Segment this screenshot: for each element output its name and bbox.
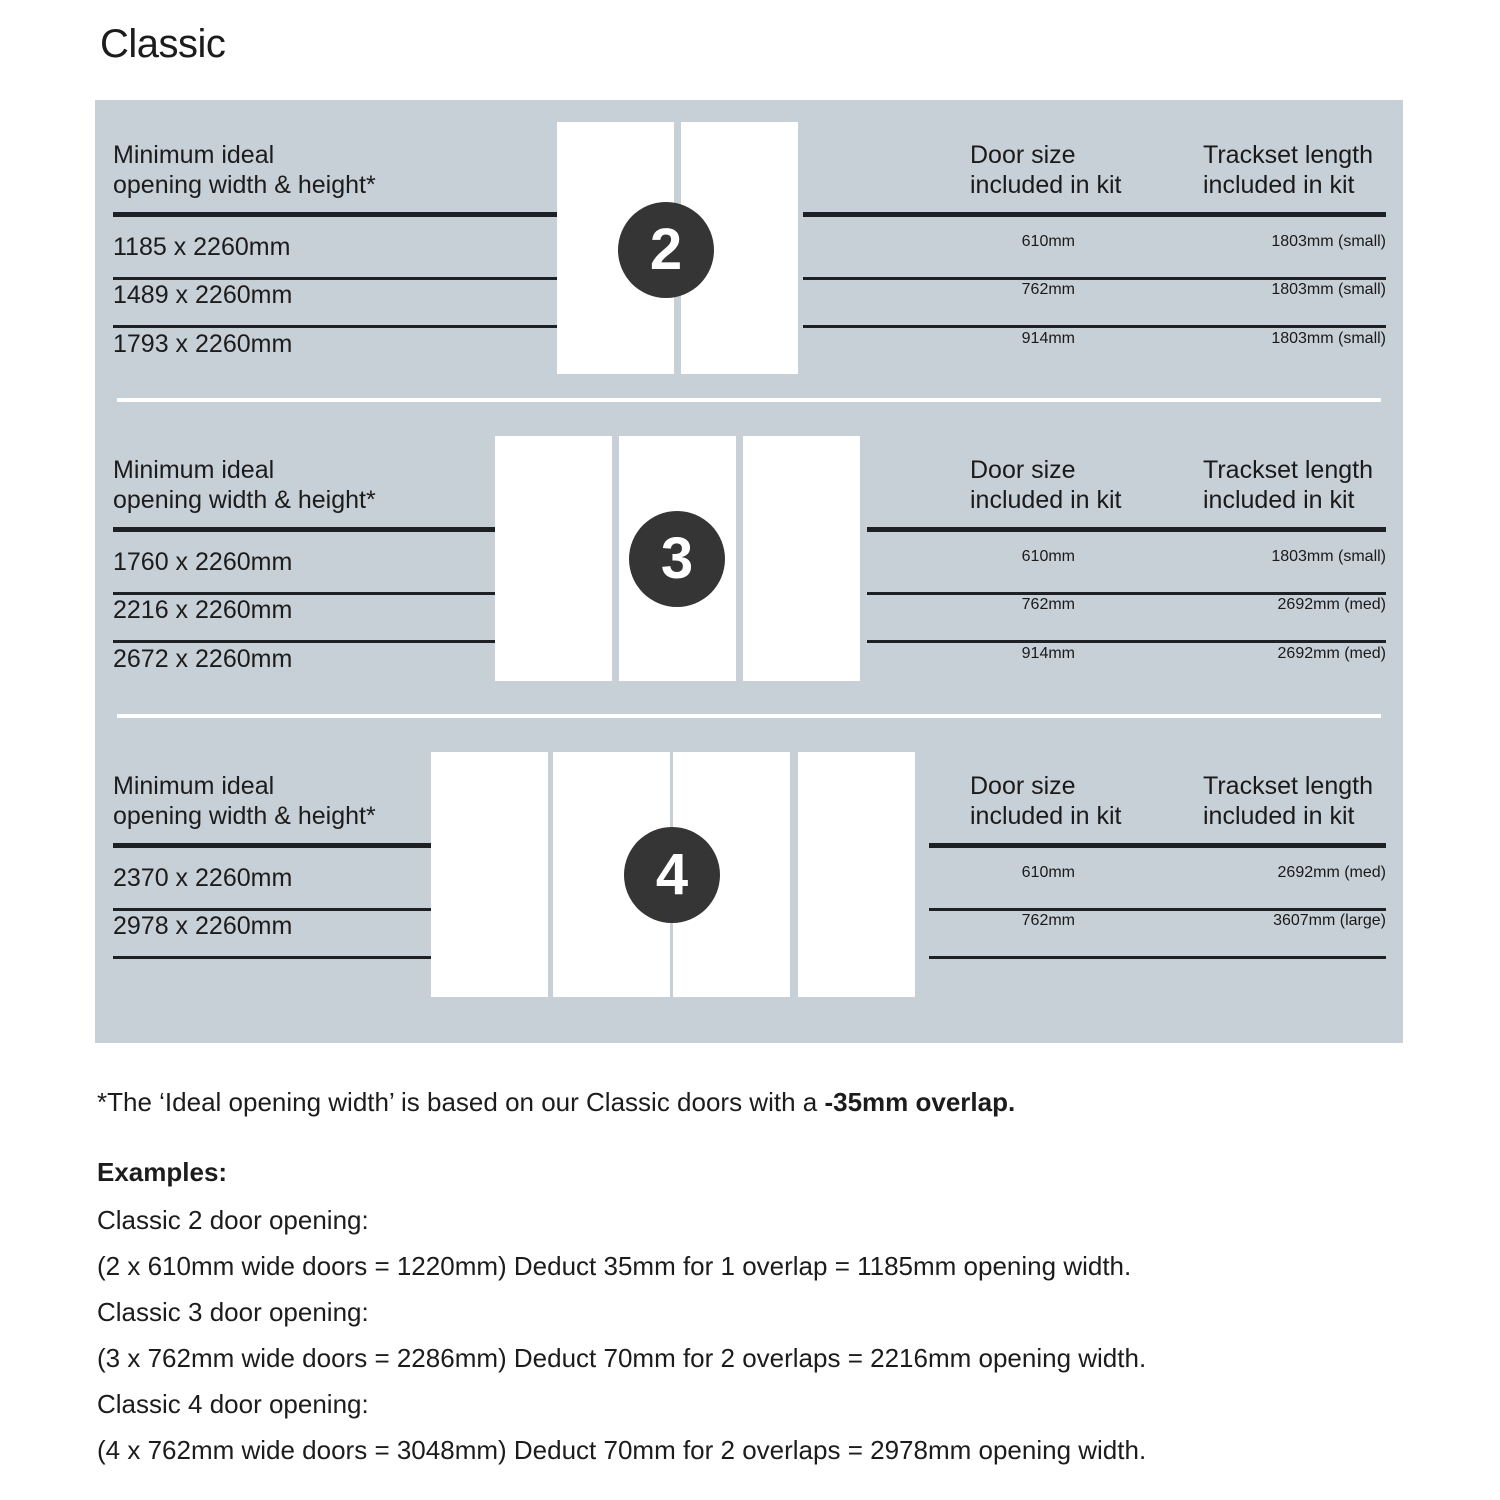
door-size-value: 610mm	[1021, 864, 1075, 881]
column-rule	[113, 527, 583, 532]
section-3-door: Minimum ideal opening width & height* 17…	[95, 414, 1403, 714]
opening-header: Minimum ideal opening width & height*	[113, 772, 376, 830]
section-2-door: Minimum ideal opening width & height* 11…	[95, 100, 1403, 398]
section-4-door: Minimum ideal opening width & height* 23…	[95, 730, 1403, 1043]
row-rule	[113, 956, 521, 959]
door-size-header: Door size included in kit	[970, 141, 1122, 199]
trackset-header: Trackset length included in kit	[1203, 456, 1373, 514]
door-count-badge: 2	[618, 202, 714, 298]
door-size-value: 610mm	[1021, 233, 1075, 250]
specification-panel: Minimum ideal opening width & height* 11…	[95, 100, 1403, 1043]
opening-header: Minimum ideal opening width & height*	[113, 456, 376, 514]
door-diagram-3: 3	[495, 436, 865, 681]
door-size-value: 762mm	[1021, 912, 1075, 929]
door-diagram-2: 2	[557, 122, 805, 374]
section-divider	[117, 714, 1381, 718]
trackset-value: 1803mm (small)	[1271, 281, 1386, 298]
row-rule	[113, 325, 641, 328]
row-rule	[803, 277, 1386, 280]
door-count-badge: 4	[624, 827, 720, 923]
row-rule	[867, 592, 1386, 595]
footnote-emphasis: -35mm overlap.	[824, 1087, 1016, 1117]
opening-value: 2216 x 2260mm	[113, 596, 293, 624]
opening-value: 1489 x 2260mm	[113, 281, 293, 309]
example-line: Classic 4 door opening:	[97, 1389, 369, 1419]
row-rule	[929, 908, 1386, 911]
door-size-value: 914mm	[1021, 645, 1075, 662]
example-line: Classic 3 door opening:	[97, 1297, 369, 1327]
trackset-header: Trackset length included in kit	[1203, 141, 1373, 199]
door-size-value: 762mm	[1021, 596, 1075, 613]
column-rule	[113, 212, 641, 217]
row-rule	[113, 277, 641, 280]
footnote-text: *The ‘Ideal opening width’ is based on o…	[97, 1087, 825, 1117]
door-size-header: Door size included in kit	[970, 456, 1122, 514]
door-panel	[798, 752, 915, 997]
opening-header: Minimum ideal opening width & height*	[113, 141, 376, 199]
row-rule	[929, 956, 1386, 959]
door-size-value: 762mm	[1021, 281, 1075, 298]
door-diagram-4: 4	[431, 752, 921, 997]
section-divider	[117, 398, 1381, 402]
example-line: (3 x 762mm wide doors = 2286mm) Deduct 7…	[97, 1343, 1147, 1373]
row-rule	[113, 592, 583, 595]
page-title: Classic	[100, 22, 226, 66]
door-panel	[495, 436, 612, 681]
door-size-value: 610mm	[1021, 548, 1075, 565]
example-line: Classic 2 door opening:	[97, 1205, 369, 1235]
trackset-value: 2692mm (med)	[1277, 645, 1386, 662]
row-rule	[867, 640, 1386, 643]
example-line: (4 x 762mm wide doors = 3048mm) Deduct 7…	[97, 1435, 1147, 1465]
trackset-value: 1803mm (small)	[1271, 330, 1386, 347]
door-count-badge: 3	[629, 511, 725, 607]
opening-value: 2978 x 2260mm	[113, 912, 293, 940]
door-size-value: 914mm	[1021, 330, 1075, 347]
trackset-header: Trackset length included in kit	[1203, 772, 1373, 830]
opening-value: 1185 x 2260mm	[113, 233, 291, 261]
opening-value: 2370 x 2260mm	[113, 864, 293, 892]
trackset-value: 2692mm (med)	[1277, 596, 1386, 613]
door-panel	[743, 436, 860, 681]
trackset-value: 3607mm (large)	[1273, 912, 1386, 929]
row-rule	[113, 908, 521, 911]
trackset-value: 1803mm (small)	[1271, 233, 1386, 250]
column-rule	[803, 212, 1386, 217]
column-rule	[113, 843, 521, 848]
example-line: (2 x 610mm wide doors = 1220mm) Deduct 3…	[97, 1251, 1132, 1281]
door-panel	[431, 752, 548, 997]
examples-label: Examples:	[97, 1157, 228, 1187]
opening-value: 2672 x 2260mm	[113, 645, 293, 673]
column-rule	[867, 527, 1386, 532]
trackset-value: 2692mm (med)	[1277, 864, 1386, 881]
footnote: *The ‘Ideal opening width’ is based on o…	[97, 1087, 1015, 1118]
door-size-header: Door size included in kit	[970, 772, 1122, 830]
row-rule	[803, 325, 1386, 328]
opening-value: 1793 x 2260mm	[113, 330, 293, 358]
column-rule	[929, 843, 1386, 848]
trackset-value: 1803mm (small)	[1271, 548, 1386, 565]
opening-value: 1760 x 2260mm	[113, 548, 293, 576]
row-rule	[113, 640, 583, 643]
